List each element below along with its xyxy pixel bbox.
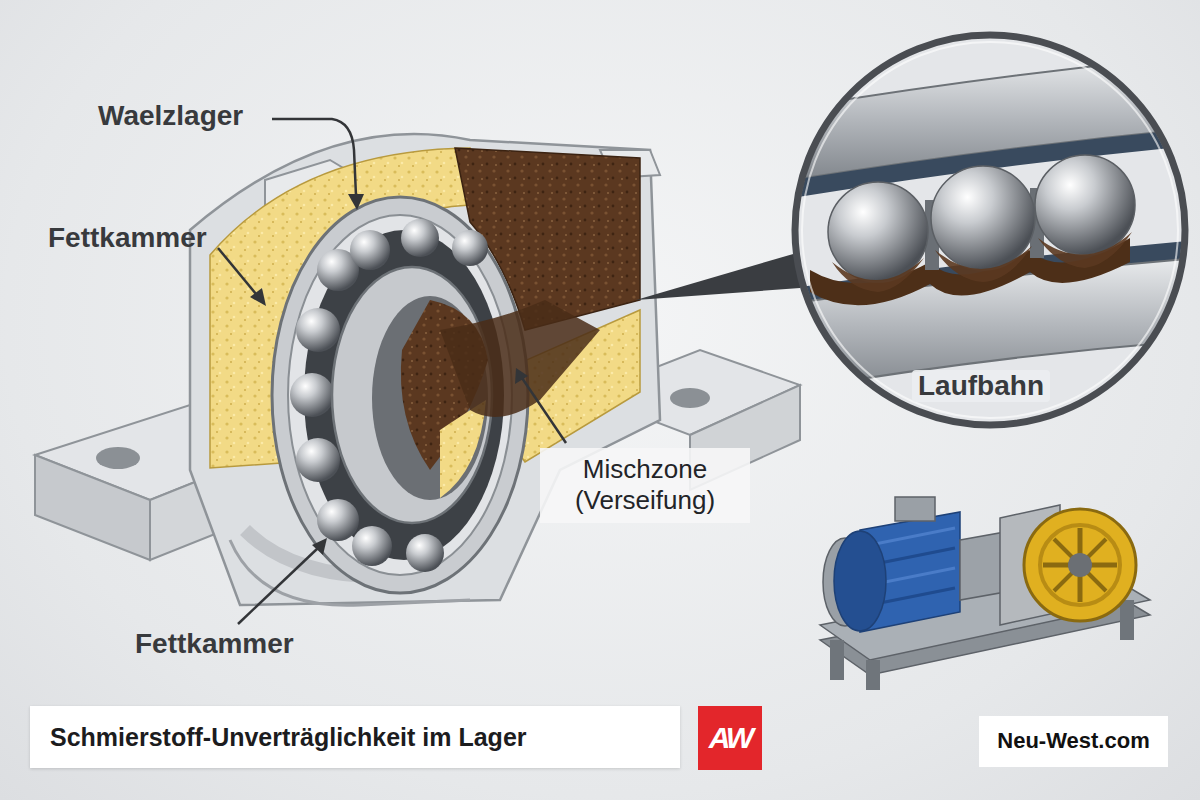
art-circle xyxy=(296,438,340,482)
art-circle xyxy=(1035,155,1135,255)
art-line xyxy=(870,528,955,545)
art-rect xyxy=(780,30,1200,430)
art-rect xyxy=(698,706,762,770)
box-text: Mischzone (Verseifung) xyxy=(552,454,738,516)
art-path xyxy=(832,258,924,292)
part-label: Fettkammer xyxy=(135,628,294,660)
art-circle xyxy=(406,534,444,572)
art-circle xyxy=(350,230,390,270)
art-path xyxy=(935,246,1032,282)
art-circle xyxy=(795,35,1185,425)
art-circle xyxy=(352,526,392,566)
art-circle xyxy=(931,166,1035,270)
art-circle xyxy=(1068,553,1092,577)
callout-box: Mischzone (Verseifung) xyxy=(540,448,750,523)
art-circle xyxy=(401,219,439,257)
box-text: Neu-West.com xyxy=(997,728,1150,754)
art-circle xyxy=(290,373,334,417)
art-polygon xyxy=(515,368,528,384)
brand-box: Neu-West.com xyxy=(979,716,1168,767)
art-path xyxy=(440,400,486,498)
art-line xyxy=(1054,539,1106,591)
art-path xyxy=(190,134,660,605)
art-circle xyxy=(452,230,488,266)
art-circle xyxy=(1024,509,1136,621)
art-rect xyxy=(866,660,880,690)
art-rect xyxy=(830,640,844,680)
art-rect xyxy=(895,497,935,521)
art-polygon xyxy=(960,532,1005,600)
art-path xyxy=(238,548,318,624)
art-polygon xyxy=(312,538,327,555)
art-path xyxy=(440,300,600,417)
art-g xyxy=(780,30,1200,430)
part-label: Waelzlager xyxy=(98,100,243,132)
art-polygon xyxy=(636,252,800,300)
art-path xyxy=(522,378,566,443)
art-polygon xyxy=(348,194,364,210)
art-line xyxy=(1054,539,1106,591)
art-ellipse xyxy=(670,388,710,408)
art-path xyxy=(272,119,356,196)
art-ellipse xyxy=(96,447,140,469)
art-circle xyxy=(1040,525,1120,605)
art-circle xyxy=(802,42,1178,418)
part-label: Fettkammer xyxy=(48,222,207,254)
art-path xyxy=(1038,232,1132,268)
title-bar: Schmierstoff-Unverträglichkeit im Lager xyxy=(30,706,680,768)
art-polygon xyxy=(250,288,266,306)
art-g xyxy=(218,119,566,624)
art-polygon xyxy=(35,455,150,560)
art-circle xyxy=(296,308,340,352)
art-ellipse xyxy=(834,531,886,631)
art-path xyxy=(218,248,256,294)
part-label: Laufbahn xyxy=(912,370,1050,402)
art-g xyxy=(250,194,528,555)
art-circle xyxy=(317,499,359,541)
title-text: Schmierstoff-Unverträglichkeit im Lager xyxy=(50,723,527,752)
logo-mark: AW xyxy=(698,706,762,770)
art-rect xyxy=(1120,600,1134,640)
